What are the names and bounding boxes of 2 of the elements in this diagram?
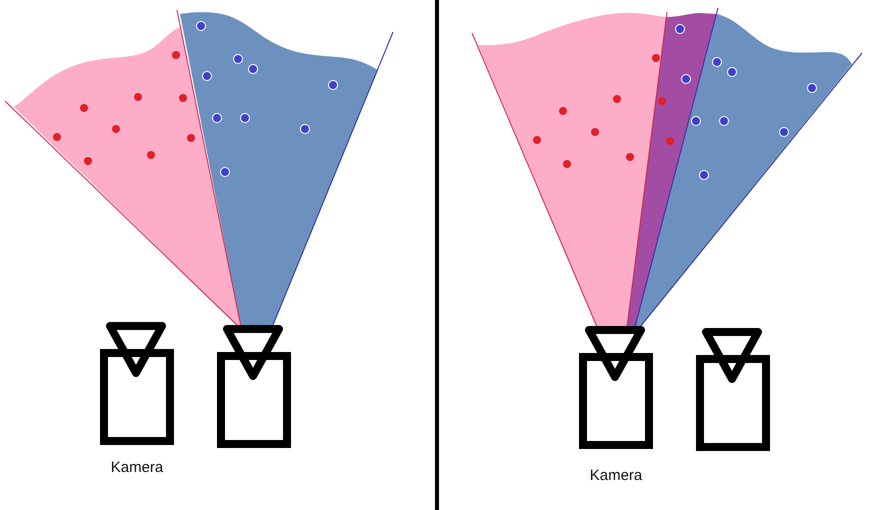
sensor-label: Kamera xyxy=(590,467,642,484)
sensor-label: Kamera xyxy=(110,459,164,476)
